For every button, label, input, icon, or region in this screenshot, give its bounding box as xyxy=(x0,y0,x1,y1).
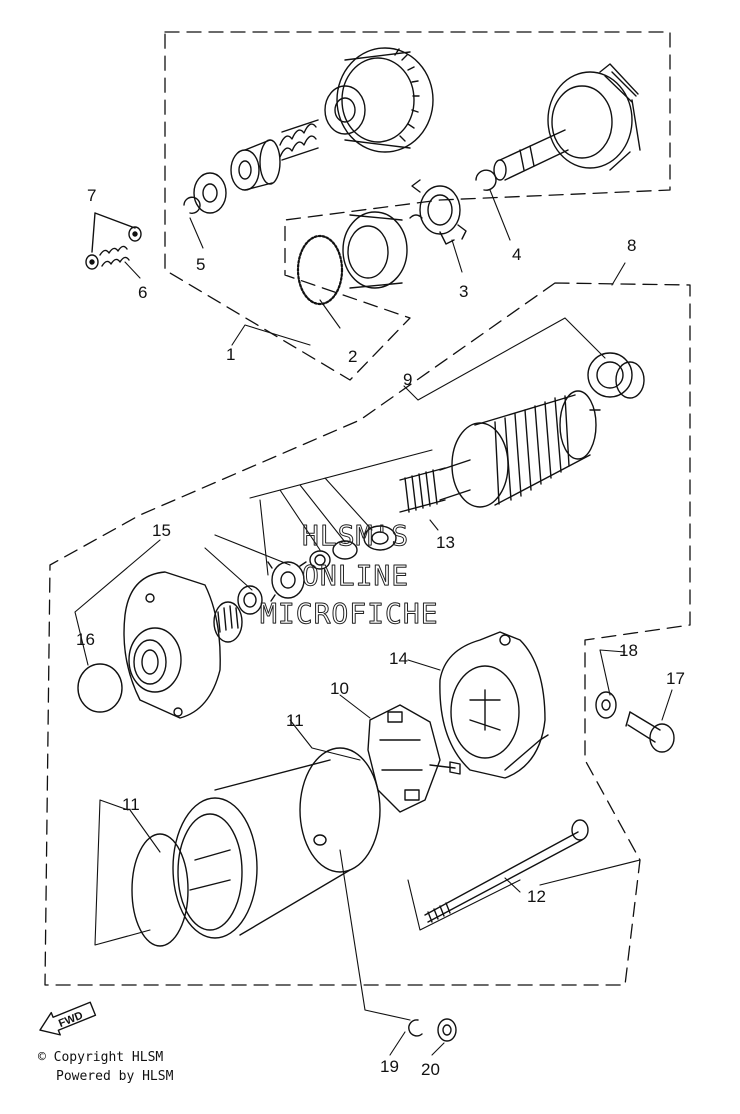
callout-17: 17 xyxy=(666,669,685,688)
callout-2: 2 xyxy=(348,347,357,366)
powered-by-text: Powered by HLSM xyxy=(56,1069,174,1084)
through-bolt xyxy=(424,819,589,923)
callout-5: 5 xyxy=(196,255,205,274)
callout-11-b: 11 xyxy=(122,795,140,814)
callout-9: 9 xyxy=(403,370,412,389)
copyright-text: © Copyright HLSM xyxy=(38,1050,164,1065)
washer-18 xyxy=(595,691,617,719)
callout-18: 18 xyxy=(619,641,638,660)
nut-20 xyxy=(437,1018,457,1042)
callout-13: 13 xyxy=(436,533,455,552)
callout-16: 16 xyxy=(76,630,95,649)
watermark-line-2: ONLINE xyxy=(302,559,409,592)
callout-6: 6 xyxy=(138,283,147,302)
callout-10: 10 xyxy=(330,679,349,698)
armature xyxy=(399,352,645,513)
callout-20: 20 xyxy=(421,1060,440,1079)
front-cover xyxy=(77,571,221,719)
leader-lines xyxy=(74,189,673,1056)
watermark-line-1: HLSM'S xyxy=(302,519,409,552)
callout-12: 12 xyxy=(527,887,546,906)
group-1-outline xyxy=(164,31,671,381)
spring-set xyxy=(85,212,142,270)
yoke-housing xyxy=(131,747,381,947)
washer-stack xyxy=(213,525,397,643)
forward-arrow-label: FWD xyxy=(57,1010,85,1031)
bolt-17 xyxy=(625,711,675,753)
watermark: HLSM'S ONLINE MICROFICHE xyxy=(260,519,439,631)
callout-4: 4 xyxy=(512,245,521,264)
rear-cover xyxy=(439,631,549,779)
brush-holder xyxy=(367,704,461,813)
clutch-assembly xyxy=(183,47,641,306)
clip-19 xyxy=(408,1019,423,1037)
watermark-line-3: MICROFICHE xyxy=(260,597,439,630)
callout-7: 7 xyxy=(87,186,96,205)
callout-14: 14 xyxy=(389,649,408,668)
forward-arrow: FWD xyxy=(39,1001,97,1036)
callout-19: 19 xyxy=(380,1057,399,1076)
group-8-outline xyxy=(44,282,691,986)
callout-3: 3 xyxy=(459,282,468,301)
callout-11-a: 11 xyxy=(286,711,304,730)
callout-1: 1 xyxy=(226,345,235,364)
callout-15: 15 xyxy=(152,521,171,540)
callout-8: 8 xyxy=(627,236,636,255)
callout-numbers: 1 2 3 4 5 6 7 8 9 10 11 11 12 13 14 15 1… xyxy=(76,186,685,1079)
